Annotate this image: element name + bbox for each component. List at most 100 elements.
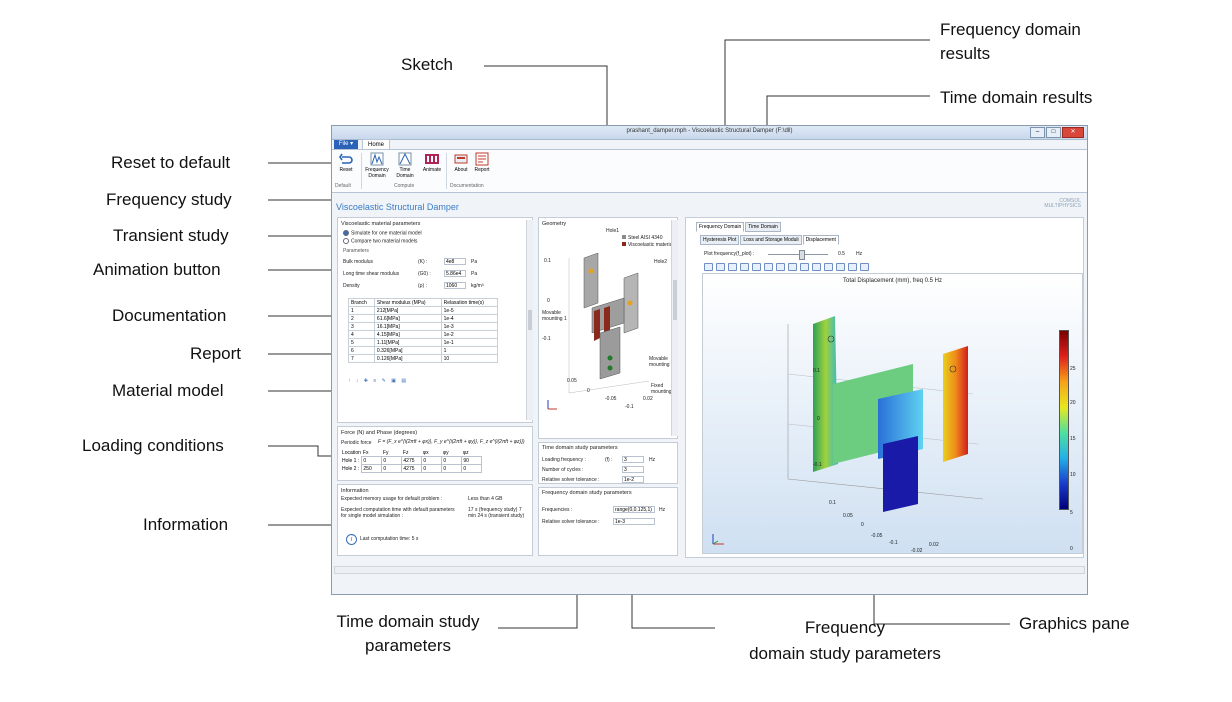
table-cell[interactable]: 1e-4: [440, 314, 499, 323]
table-cell[interactable]: 4: [348, 330, 375, 339]
tab-home[interactable]: Home: [362, 139, 390, 150]
graphics-pane[interactable]: Total Displacement (mm), freq 0.5 Hz: [702, 273, 1083, 554]
grid-icon[interactable]: [824, 263, 833, 271]
table-cell[interactable]: 1e-3: [440, 322, 499, 331]
force-input[interactable]: 250: [361, 464, 383, 473]
minimize-button[interactable]: –: [1030, 127, 1045, 138]
table-cell[interactable]: 0.126[MPa]: [373, 354, 442, 363]
frequency-domain-button[interactable]: Frequency Domain: [365, 152, 389, 179]
horizontal-scrollbar[interactable]: [334, 566, 1085, 574]
table-cell[interactable]: 3: [348, 322, 375, 331]
group-documentation-label: Documentation: [450, 183, 484, 189]
density-symbol: (ρ) :: [418, 283, 427, 289]
view-zx-icon[interactable]: [788, 263, 797, 271]
scene-light-icon[interactable]: [836, 263, 845, 271]
tab-loss-storage-moduli[interactable]: Loss and Storage Moduli: [740, 235, 802, 245]
view-icon[interactable]: [752, 263, 761, 271]
force-input[interactable]: 0: [441, 456, 463, 465]
view-xy-icon[interactable]: [764, 263, 773, 271]
file-menu-button[interactable]: File ▾: [334, 140, 358, 149]
cycles-input[interactable]: 3: [622, 466, 644, 473]
tab-time-domain[interactable]: Time Domain: [745, 222, 781, 232]
plot-frequency-slider[interactable]: [768, 254, 828, 255]
results-panel: Frequency Domain Time Domain Hysteresis …: [685, 217, 1084, 558]
force-input[interactable]: 4275: [401, 456, 423, 465]
tab-displacement[interactable]: Displacement: [802, 235, 839, 245]
animate-button[interactable]: Animate: [420, 152, 444, 173]
zoom-out-icon[interactable]: [716, 263, 725, 271]
table-cell[interactable]: 1e-2: [440, 330, 499, 339]
time-tolerance-input[interactable]: 1e-2: [622, 476, 644, 483]
table-cell[interactable]: 6: [348, 346, 375, 355]
view-yz-icon[interactable]: [776, 263, 785, 271]
reset-button[interactable]: Reset: [334, 152, 358, 173]
table-cell[interactable]: 212[MPa]: [373, 306, 442, 315]
group-default-label: Default: [335, 183, 351, 189]
zoom-box-icon[interactable]: [728, 263, 737, 271]
density-input[interactable]: 1060: [444, 282, 466, 289]
table-cell[interactable]: 1: [440, 346, 499, 355]
force-input[interactable]: 0: [421, 464, 443, 473]
graphics-toolbar[interactable]: [704, 263, 869, 271]
table-cell[interactable]: 10: [440, 354, 499, 363]
time-tolerance-label: Relative solver tolerance :: [542, 477, 600, 483]
shear-modulus-input[interactable]: 5.86e4: [444, 270, 466, 277]
tab-hysteresis-plot[interactable]: Hysteresis Plot: [700, 235, 740, 245]
bulk-modulus-input[interactable]: 4e8: [444, 258, 466, 265]
zoom-in-icon[interactable]: [704, 263, 713, 271]
table-cell[interactable]: 61.6[MPa]: [373, 314, 442, 323]
table-cell[interactable]: 2: [348, 314, 375, 323]
print-icon[interactable]: [860, 263, 869, 271]
force-input[interactable]: 0: [421, 456, 443, 465]
camera-icon[interactable]: [848, 263, 857, 271]
radio-one-model[interactable]: Simulate for one material model: [343, 230, 422, 236]
close-button[interactable]: ✕: [1062, 127, 1084, 138]
table-cell[interactable]: 5: [348, 338, 375, 347]
force-input[interactable]: 4275: [401, 464, 423, 473]
force-input[interactable]: 0: [441, 464, 463, 473]
geometry-scrollbar[interactable]: [671, 220, 678, 436]
frequencies-unit: Hz: [659, 507, 666, 513]
force-input[interactable]: 90: [461, 456, 483, 465]
table-cell[interactable]: 16.1[MPa]: [373, 322, 442, 331]
reset-icon: [339, 153, 353, 164]
force-input[interactable]: 0: [461, 464, 483, 473]
transparency-icon[interactable]: [812, 263, 821, 271]
table-toolbar-icons[interactable]: ↑ ↓ ✚ ≡ ✎ ▣ ▤: [348, 378, 409, 384]
force-input[interactable]: 0: [381, 456, 403, 465]
about-button[interactable]: About: [449, 152, 473, 173]
table-cell[interactable]: 1.11[MPa]: [373, 338, 442, 347]
maximize-button[interactable]: □: [1046, 127, 1061, 138]
geometry-axis-tick: 0: [587, 388, 590, 394]
callout-documentation: Documentation: [112, 306, 227, 325]
slider-thumb[interactable]: [799, 250, 805, 260]
table-cell[interactable]: 4.15[MPa]: [373, 330, 442, 339]
report-button[interactable]: Report: [470, 152, 494, 173]
wireframe-icon[interactable]: [800, 263, 809, 271]
radio-two-models[interactable]: Compare two material models: [343, 238, 417, 244]
material-scrollbar[interactable]: [526, 220, 533, 420]
zoom-extents-icon[interactable]: [740, 263, 749, 271]
time-domain-button[interactable]: Time Domain: [393, 152, 417, 179]
table-cell[interactable]: 1e-1: [440, 338, 499, 347]
freq-tolerance-input[interactable]: 1e-3: [613, 518, 655, 525]
force-input[interactable]: 0: [381, 464, 403, 473]
legend-viscoelastic-swatch: [622, 242, 626, 246]
loading-frequency-input[interactable]: 3: [622, 456, 644, 463]
force-input[interactable]: 0: [361, 456, 383, 465]
frequencies-input[interactable]: range(0,0.125,1): [613, 506, 655, 513]
tab-frequency-domain[interactable]: Frequency Domain: [696, 222, 745, 232]
table-cell[interactable]: 1: [348, 306, 375, 315]
periodic-force-label: Periodic force: [341, 440, 372, 446]
table-cell[interactable]: 0.326[MPa]: [373, 346, 442, 355]
table-cell[interactable]: 7: [348, 354, 375, 363]
table-cell[interactable]: 1e-5: [440, 306, 499, 315]
